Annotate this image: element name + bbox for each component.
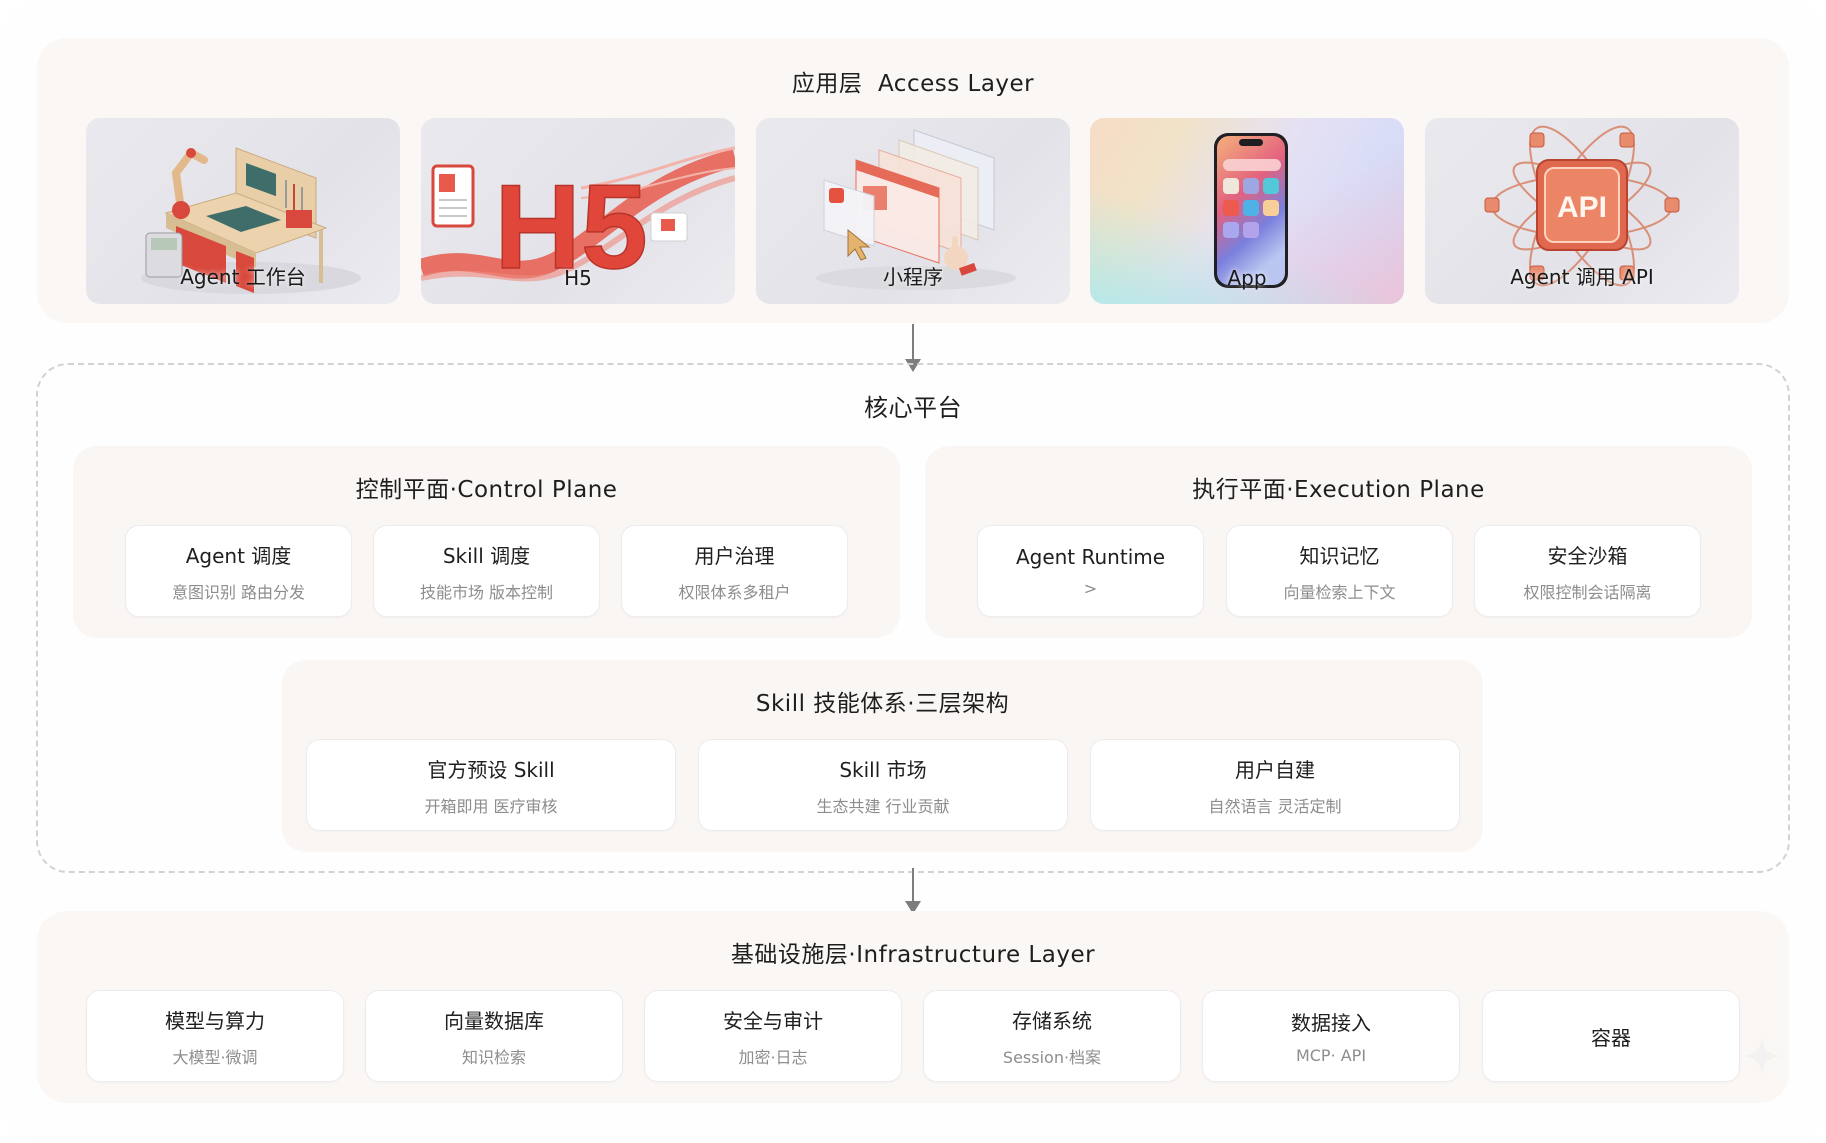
- infra-card-models-compute[interactable]: 模型与算力 大模型·微调: [86, 990, 344, 1082]
- access-card-label: Agent 工作台: [180, 265, 306, 289]
- exec-card-knowledge-memory[interactable]: 知识记忆 向量检索上下文: [1226, 525, 1453, 617]
- h5-icon: H5: [421, 146, 735, 295]
- sparkle-icon: [1742, 1036, 1782, 1076]
- card-subtitle: 自然语言 灵活定制: [1208, 796, 1342, 816]
- skill-card-user-built[interactable]: 用户自建 自然语言 灵活定制: [1090, 739, 1460, 831]
- card-title: 安全沙箱: [1547, 543, 1628, 568]
- access-card-agent-api[interactable]: API Agent 调用 API: [1425, 118, 1739, 304]
- down-arrow-icon: [905, 868, 921, 914]
- api-chip-icon: API: [1484, 125, 1680, 287]
- access-card-agent-workbench[interactable]: Agent 工作台: [86, 118, 400, 304]
- exec-card-security-sandbox[interactable]: 安全沙箱 权限控制会话隔离: [1474, 525, 1701, 617]
- card-subtitle: 大模型·微调: [172, 1047, 258, 1067]
- access-card-h5[interactable]: H5 H5: [421, 118, 735, 304]
- card-subtitle: 知识检索: [461, 1047, 526, 1067]
- infra-card-security-audit[interactable]: 安全与审计 加密·日志: [644, 990, 902, 1082]
- card-title: 数据接入: [1291, 1011, 1371, 1035]
- card-subtitle: 向量检索上下文: [1283, 582, 1396, 602]
- card-subtitle: 开箱即用 医疗审核: [424, 796, 558, 816]
- control-card-skill-dispatch[interactable]: Skill 调度 技能市场 版本控制: [373, 525, 600, 617]
- card-subtitle: Session·档案: [1002, 1047, 1102, 1067]
- card-title: Agent 调度: [185, 543, 292, 568]
- access-card-mini-program[interactable]: 小程序: [756, 118, 1070, 304]
- execution-plane-title: 执行平面·Execution Plane: [1192, 477, 1485, 503]
- card-title: 容器: [1591, 1025, 1631, 1050]
- card-title: Agent Runtime: [1015, 544, 1166, 569]
- card-subtitle: 权限体系多租户: [678, 582, 791, 602]
- card-title: 存储系统: [1012, 1008, 1092, 1033]
- access-card-label: 小程序: [883, 265, 943, 289]
- down-arrow-icon: [905, 324, 921, 372]
- card-title: Skill 市场: [839, 757, 927, 782]
- workbench-desk-icon: [141, 147, 361, 294]
- exec-card-agent-runtime[interactable]: Agent Runtime >: [977, 525, 1204, 617]
- access-card-app[interactable]: App: [1090, 118, 1404, 304]
- access-card-label: App: [1227, 266, 1267, 290]
- card-title: 知识记忆: [1299, 543, 1380, 568]
- skill-card-official-preset[interactable]: 官方预设 Skill 开箱即用 医疗审核: [306, 739, 676, 831]
- control-card-agent-dispatch[interactable]: Agent 调度 意图识别 路由分发: [125, 525, 352, 617]
- mini-program-windows-icon: [816, 129, 1016, 290]
- access-card-label: H5: [564, 266, 592, 290]
- card-title: 用户自建: [1235, 757, 1315, 782]
- card-title: 用户治理: [694, 543, 775, 568]
- card-title: 模型与算力: [165, 1008, 265, 1033]
- svg-text:H5: H5: [494, 160, 647, 294]
- card-subtitle: >: [1083, 578, 1098, 598]
- infrastructure-layer-title: 基础设施层·Infrastructure Layer: [730, 942, 1096, 968]
- card-subtitle: 技能市场 版本控制: [419, 582, 554, 602]
- control-card-user-governance[interactable]: 用户治理 权限体系多租户: [621, 525, 848, 617]
- access-layer-title: 应用层 Access Layer: [791, 71, 1035, 97]
- card-title: 向量数据库: [444, 1008, 544, 1033]
- card-title: 安全与审计: [723, 1008, 823, 1033]
- card-subtitle: 加密·日志: [738, 1047, 808, 1067]
- core-platform-title: 核心平台: [864, 394, 962, 422]
- infra-card-container[interactable]: 容器: [1482, 990, 1740, 1082]
- card-subtitle: 生态共建 行业贡献: [816, 796, 950, 816]
- card-subtitle: 权限控制会话隔离: [1523, 582, 1652, 602]
- skill-card-marketplace[interactable]: Skill 市场 生态共建 行业贡献: [698, 739, 1068, 831]
- card-subtitle: MCP· API: [1295, 1046, 1367, 1065]
- svg-text:API: API: [1557, 191, 1607, 224]
- card-title: 官方预设 Skill: [427, 757, 555, 782]
- card-subtitle: 意图识别 路由分发: [171, 582, 306, 602]
- smartphone-icon: [1214, 133, 1288, 288]
- infra-card-vector-db[interactable]: 向量数据库 知识检索: [365, 990, 623, 1082]
- infra-card-data-ingestion[interactable]: 数据接入 MCP· API: [1202, 990, 1460, 1082]
- access-card-label: Agent 调用 API: [1510, 265, 1654, 289]
- skill-system-title: Skill 技能体系·三层架构: [755, 691, 1010, 717]
- card-title: Skill 调度: [442, 543, 531, 568]
- control-plane-title: 控制平面·Control Plane: [355, 477, 618, 503]
- infra-card-storage[interactable]: 存储系统 Session·档案: [923, 990, 1181, 1082]
